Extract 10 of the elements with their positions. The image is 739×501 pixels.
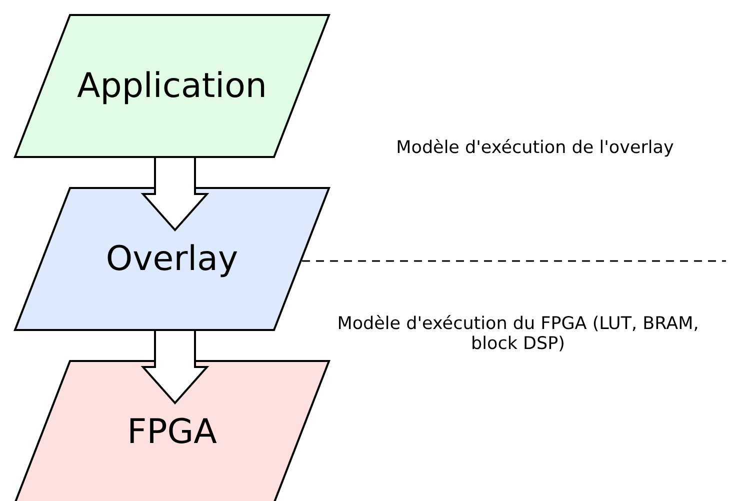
layer-annotation: Modèle d'exécution du FPGA (LUT, BRAM, block DSP) [336,314,700,354]
block-arrow [140,156,210,232]
fpga-layer-parallelogram [14,360,330,501]
layer-label: FPGA [126,412,218,452]
block-arrow [140,329,210,404]
layer-label: Application [76,66,268,106]
layer-label: Overlay [104,239,240,279]
layer-annotation: Modèle d'exécution de l'overlay [395,138,675,158]
application-layer-parallelogram [14,14,330,158]
overlay-layer-parallelogram [14,187,330,331]
